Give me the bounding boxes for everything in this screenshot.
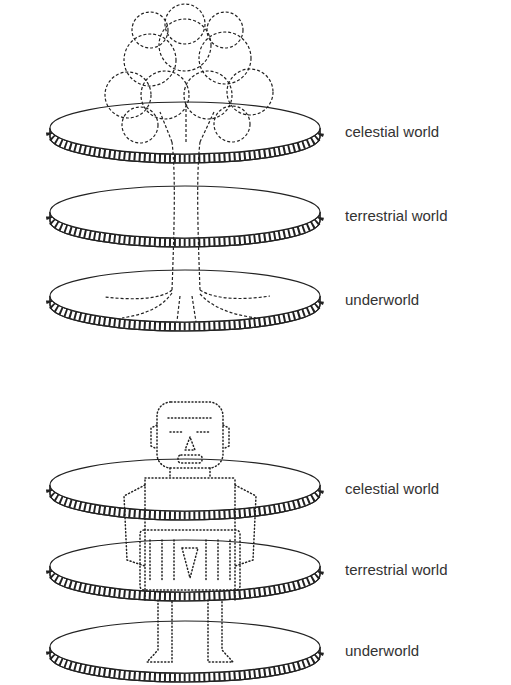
- world-disk: [50, 621, 320, 682]
- layer-label: celestial world: [345, 123, 439, 141]
- world-disk: [50, 540, 320, 601]
- layer-label: celestial world: [345, 480, 439, 498]
- world-disk: [50, 102, 320, 163]
- layer-label: terrestrial world: [345, 207, 448, 225]
- world-tree: [105, 4, 273, 322]
- human-figure: [124, 402, 256, 662]
- layer-label: underworld: [345, 642, 419, 660]
- layer-label: underworld: [345, 291, 419, 309]
- world-disk: [50, 270, 320, 331]
- layer-label: terrestrial world: [345, 561, 448, 579]
- world-disk: [50, 186, 320, 247]
